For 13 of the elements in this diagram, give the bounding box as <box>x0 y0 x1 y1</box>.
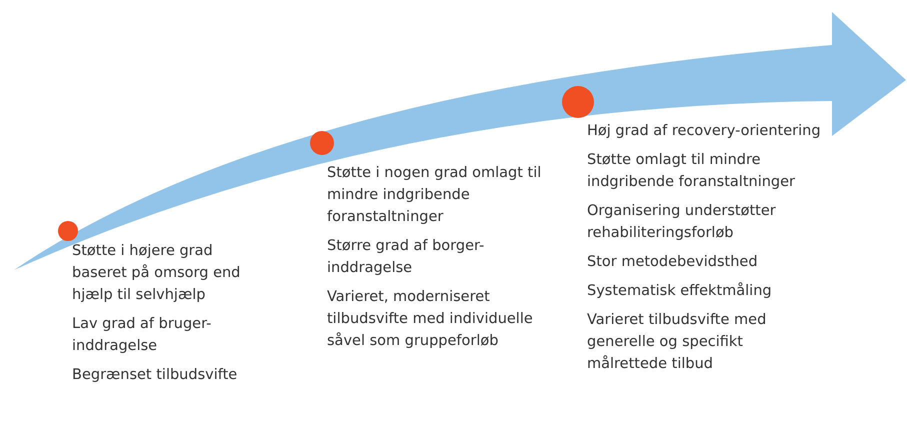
stage-note: Støtte i nogen grad omlagt til mindre indgribende foranstaltninger <box>327 164 542 227</box>
stage-note: Støtte omlagt til mindre indgribende foranstaltninger <box>587 151 796 192</box>
stage-note: Lav grad af bruger-inddragelse <box>72 315 212 356</box>
stage-note: Varieret, moderniseret tilbudsvifte med individuelle såvel som gruppeforløb <box>327 288 534 351</box>
stage-note: Begrænset tilbudsvifte <box>72 366 238 385</box>
stage-note: Støtte i højere grad baseret på omsorg end hjælp til selvhjælp <box>72 242 242 305</box>
stage-note: Organisering understøtter rehabiliteringsforløb <box>587 202 777 243</box>
stage-note: Større grad af borger-inddragelse <box>327 237 486 278</box>
stage-note: Systematisk effektmåling <box>587 281 773 301</box>
stage-note: Høj grad af recovery-orientering <box>587 122 822 141</box>
stage-dot <box>58 221 78 241</box>
stage-note: Stor metodebevidsthed <box>587 253 759 272</box>
stage-note: Varieret tilbudsvifte med generelle og specifikt målrettede tilbud <box>587 311 768 374</box>
